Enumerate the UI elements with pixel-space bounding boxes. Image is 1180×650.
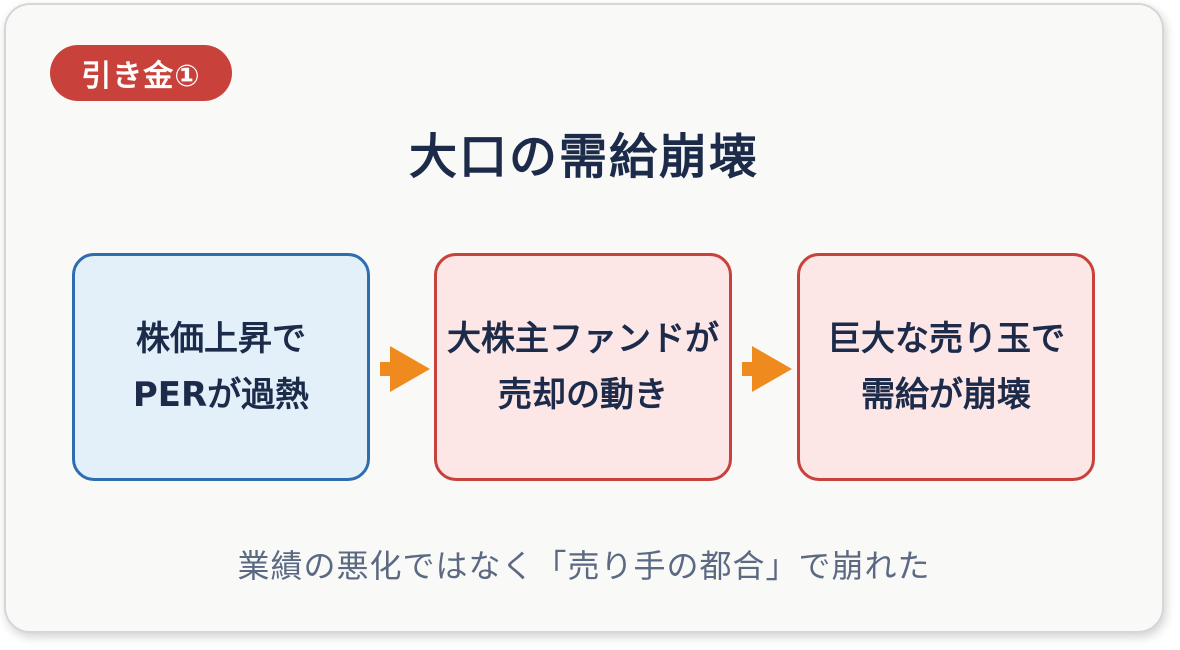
step-box-2: 大株主ファンドが 売却の動き [434, 253, 732, 481]
step-3-line-2: 需給が崩壊 [861, 375, 1031, 415]
step-box-1: 株価上昇で PERが過熱 [72, 253, 370, 481]
step-1-line-2: PERが過熱 [132, 375, 310, 415]
step-3-line-1: 巨大な売り玉で [827, 319, 1065, 359]
step-2-line-2: 売却の動き [498, 375, 668, 415]
arrow-right-icon [742, 346, 792, 392]
diagram-title: 大口の需給崩壊 [408, 129, 759, 185]
diagram-caption: 業績の悪化ではなく「売り手の都合」で崩れた [237, 547, 931, 585]
arrow-right-icon [380, 346, 430, 392]
step-box-3: 巨大な売り玉で 需給が崩壊 [797, 253, 1095, 481]
diagram-card: 引き金① 大口の需給崩壊 株価上昇で PERが過熱 大株主ファンドが 売却の動き… [4, 3, 1164, 633]
trigger-badge: 引き金① [50, 45, 232, 101]
step-2-line-1: 大株主ファンドが [447, 319, 719, 359]
trigger-badge-label: 引き金① [81, 59, 201, 94]
step-1-line-1: 株価上昇で [136, 319, 306, 359]
